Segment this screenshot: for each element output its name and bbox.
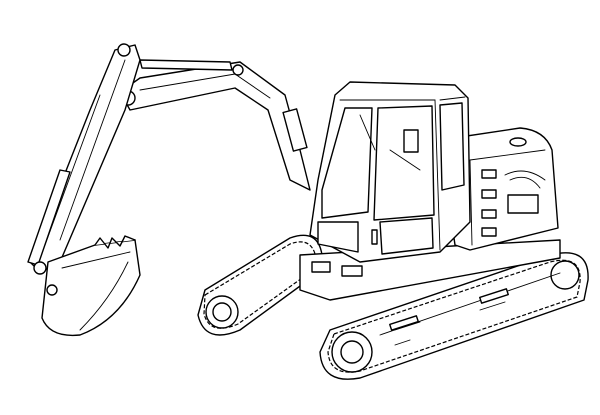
front-track bbox=[319, 252, 589, 380]
rear-track bbox=[197, 234, 323, 336]
arm bbox=[27, 43, 141, 273]
bucket bbox=[33, 235, 141, 337]
cab bbox=[309, 81, 471, 277]
boom bbox=[119, 59, 311, 191]
